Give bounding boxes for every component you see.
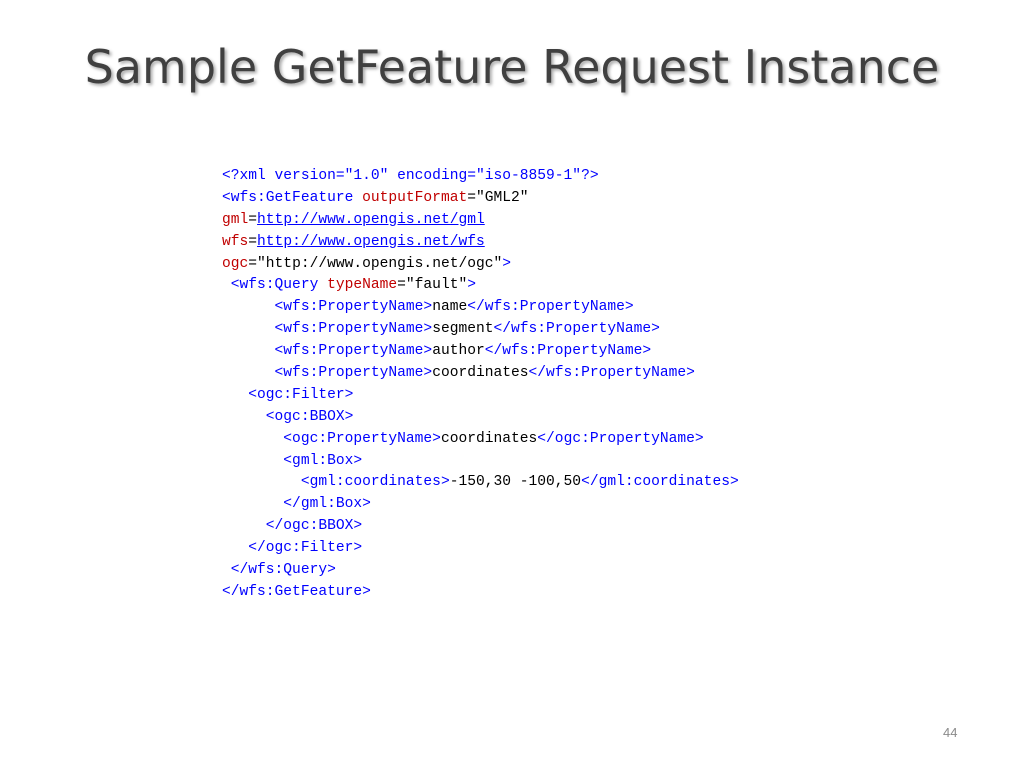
code-value: coordinates (440, 430, 538, 447)
code-link[interactable]: http://www.opengis.net/gml (257, 211, 485, 228)
code-value: = (248, 211, 258, 228)
code-line: <wfs:PropertyName>coordinates</wfs:Prope… (222, 363, 739, 385)
code-markup: </wfs:PropertyName> (493, 321, 660, 338)
code-markup: <gml:coordinates> (222, 474, 450, 491)
code-markup: </ogc:BBOX> (222, 518, 363, 535)
code-markup: <ogc:PropertyName> (222, 430, 441, 447)
code-attribute: wfs (222, 233, 249, 250)
code-value: ="GML2" (467, 189, 529, 206)
code-markup: <wfs:PropertyName> (222, 299, 433, 316)
code-markup: </wfs:PropertyName> (484, 343, 652, 360)
code-line: gml=http://www.opengis.net/gml (222, 210, 739, 232)
xml-code-block: <?xml version="1.0" encoding="iso-8859-1… (222, 166, 739, 604)
code-value: coordinates (432, 365, 529, 382)
code-line: ogc="http://www.opengis.net/ogc"> (222, 254, 739, 276)
code-line: <wfs:PropertyName>author</wfs:PropertyNa… (222, 341, 739, 363)
code-line: </wfs:Query> (222, 560, 739, 582)
code-markup: <wfs:PropertyName> (222, 343, 433, 360)
code-markup: <wfs:PropertyName> (222, 365, 433, 382)
code-link[interactable]: http://www.opengis.net/wfs (257, 233, 485, 250)
code-value: = (248, 233, 258, 250)
code-line: </ogc:BBOX> (222, 516, 739, 538)
code-markup: <?xml version="1.0" encoding="iso-8859-1… (222, 168, 599, 184)
code-markup: <ogc:BBOX> (222, 408, 354, 425)
code-line: <ogc:BBOX> (222, 407, 739, 429)
code-markup: </ogc:Filter> (222, 540, 363, 557)
code-attribute: outputFormat (362, 189, 468, 206)
code-line: <wfs:Query typeName="fault"> (222, 275, 739, 297)
code-line: </ogc:Filter> (222, 538, 739, 560)
code-markup: <ogc:Filter> (222, 386, 354, 403)
code-attribute: typeName (327, 277, 398, 294)
code-markup: > (502, 255, 512, 272)
code-value: author (432, 343, 485, 360)
code-markup: <wfs:Query (222, 277, 328, 294)
code-value: ="fault" (397, 277, 468, 294)
code-value: ="http://www.opengis.net/ogc" (248, 255, 503, 272)
code-line: </gml:Box> (222, 494, 739, 516)
code-line: <gml:Box> (222, 451, 739, 473)
code-line: <ogc:Filter> (222, 385, 739, 407)
code-line: <wfs:PropertyName>name</wfs:PropertyName… (222, 297, 739, 319)
code-value: segment (432, 321, 494, 338)
page-number: 44 (943, 725, 958, 740)
code-markup: </gml:coordinates> (581, 474, 739, 491)
code-line: wfs=http://www.opengis.net/wfs (222, 232, 739, 254)
code-markup: </wfs:PropertyName> (467, 299, 634, 316)
code-line: <ogc:PropertyName>coordinates</ogc:Prope… (222, 429, 739, 451)
code-markup: </wfs:Query> (222, 562, 336, 579)
code-line: <wfs:PropertyName>segment</wfs:PropertyN… (222, 319, 739, 341)
code-attribute: gml (222, 211, 249, 228)
code-markup: </wfs:GetFeature> (222, 583, 371, 600)
code-markup: <wfs:GetFeature (222, 189, 363, 206)
code-value: -150,30 -100,50 (449, 474, 582, 491)
code-markup: <wfs:PropertyName> (222, 321, 433, 338)
code-line: <gml:coordinates>-150,30 -100,50</gml:co… (222, 472, 739, 494)
code-markup: <gml:Box> (222, 452, 363, 469)
code-attribute: ogc (222, 255, 249, 272)
code-line: </wfs:GetFeature> (222, 582, 739, 604)
code-markup: > (467, 277, 476, 294)
code-markup: </gml:Box> (222, 496, 371, 513)
code-markup: </ogc:PropertyName> (537, 430, 704, 447)
code-markup: </wfs:PropertyName> (528, 365, 695, 382)
code-line: <wfs:GetFeature outputFormat="GML2" (222, 188, 739, 210)
code-value: name (432, 299, 468, 316)
slide-title: Sample GetFeature Request Instance (84, 40, 940, 94)
code-line: <?xml version="1.0" encoding="iso-8859-1… (222, 166, 739, 188)
